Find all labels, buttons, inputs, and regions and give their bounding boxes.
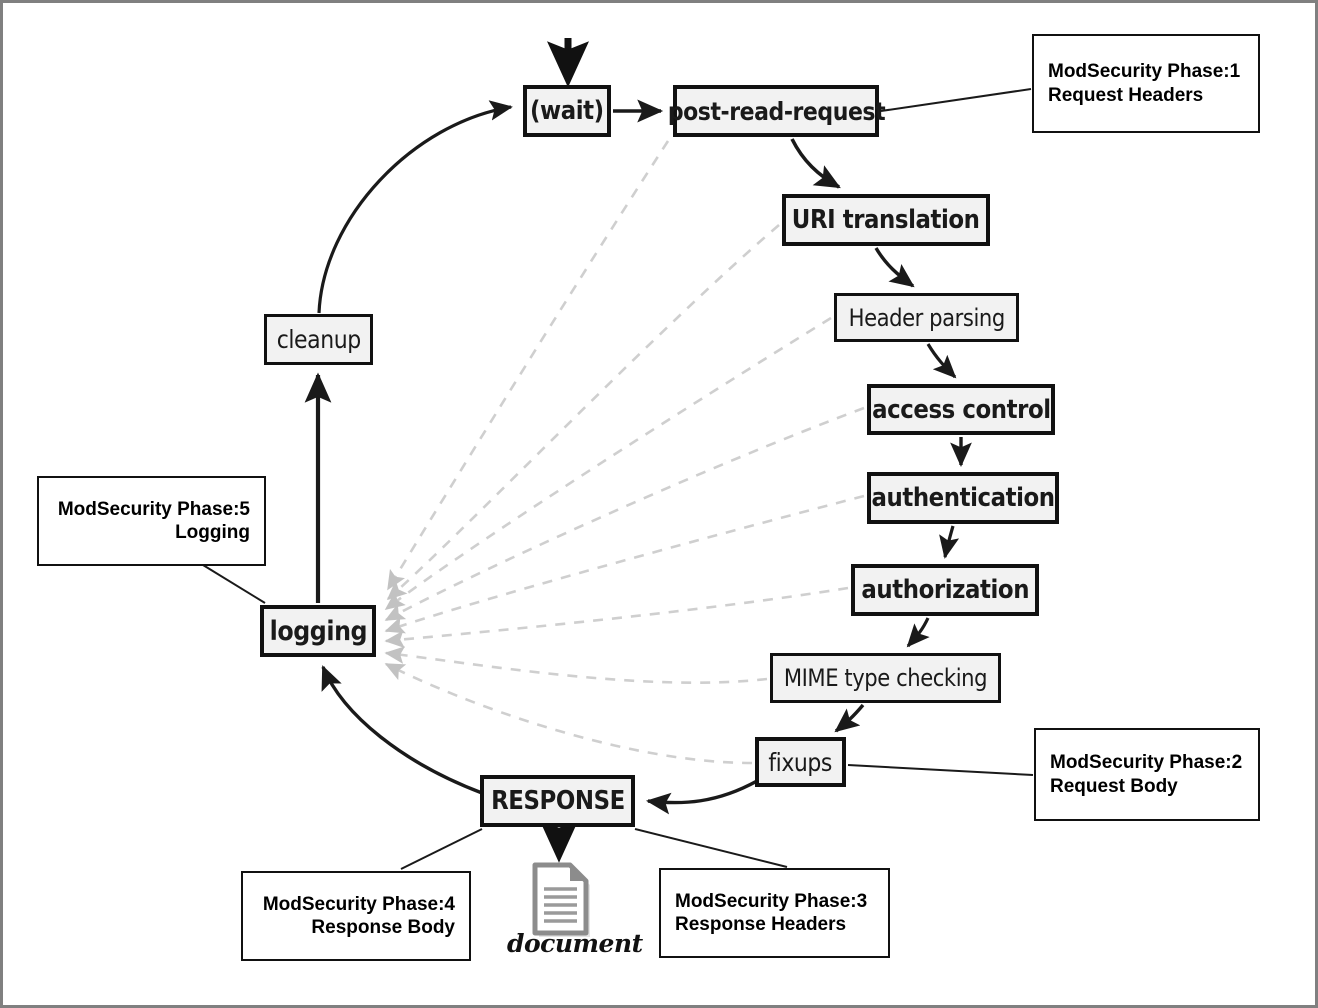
- document-label: document: [507, 929, 643, 958]
- connector-post-read-request-to-phase1: [880, 88, 1032, 112]
- node-authorization[interactable]: authorization: [851, 564, 1039, 616]
- arrow-authentication-to-authorization: [939, 525, 960, 559]
- callout-phase5-line2: Logging: [175, 522, 250, 543]
- dashed-flow-authorization-to-logging: [384, 586, 849, 649]
- callout-modsecurity-phase-4: ModSecurity Phase:4 Response Body: [241, 871, 471, 961]
- arrow-post-read-request-to-uri-translation: [790, 138, 841, 189]
- callout-phase4-line2: Response Body: [311, 917, 455, 938]
- node-access-control-label: access control: [871, 394, 1051, 425]
- node-logging[interactable]: logging: [260, 605, 376, 657]
- arrow-uri-translation-to-header-parsing: [874, 247, 915, 288]
- callout-modsecurity-phase-3: ModSecurity Phase:3 Response Headers: [659, 868, 890, 958]
- callout-phase1-line1: ModSecurity Phase:1: [1048, 61, 1241, 83]
- document-icon: [532, 862, 590, 937]
- node-authorization-label: authorization: [861, 575, 1029, 605]
- callout-modsecurity-phase-2: ModSecurity Phase:2 Request Body: [1034, 728, 1260, 821]
- callout-phase2-line2: Request Body: [1050, 775, 1178, 797]
- node-logging-label: logging: [269, 615, 367, 647]
- arrow-header-parsing-to-access-control: [926, 343, 957, 379]
- callout-modsecurity-phase-1: ModSecurity Phase:1 Request Headers: [1032, 34, 1260, 133]
- callout-phase3-line1: ModSecurity Phase:3: [675, 890, 868, 912]
- dashed-flow-uri-translation-to-logging: [386, 224, 780, 601]
- node-wait-label: (wait): [530, 96, 604, 126]
- dashed-flow-fixups-to-logging: [384, 662, 753, 765]
- connector-response-to-phase3: [634, 828, 788, 868]
- node-wait[interactable]: (wait): [523, 85, 611, 137]
- node-post-read-request-label: post-read-request: [667, 96, 885, 126]
- node-authentication-label: authentication: [871, 483, 1055, 513]
- node-post-read-request[interactable]: post-read-request: [667, 85, 885, 137]
- node-header-parsing-label: Header parsing: [848, 303, 1005, 332]
- arrow-fixups-to-response: [645, 779, 758, 815]
- node-cleanup-label: cleanup: [276, 325, 361, 354]
- node-fixups[interactable]: fixups: [755, 737, 846, 787]
- dashed-flow-header-parsing-to-logging: [384, 316, 832, 611]
- node-response[interactable]: RESPONSE: [480, 775, 635, 827]
- dashed-flow-mime-type-checking-to-logging: [384, 646, 768, 684]
- dashed-flow-authentication-to-logging: [384, 494, 865, 634]
- arrow-response-to-logging: [321, 665, 483, 795]
- node-authentication[interactable]: authentication: [867, 472, 1059, 524]
- connector-phase5-to-logging: [202, 564, 266, 604]
- callout-phase1-line2: Request Headers: [1048, 84, 1204, 106]
- node-header-parsing[interactable]: Header parsing: [834, 293, 1019, 342]
- dashed-flow-post-read-request-to-logging: [386, 140, 670, 591]
- callout-phase3-line2: Response Headers: [675, 914, 847, 935]
- node-fixups-label: fixups: [768, 747, 833, 777]
- node-uri-translation-label: URI translation: [792, 205, 980, 235]
- arrow-mime-type-checking-to-fixups: [834, 703, 865, 733]
- arrow-authorization-to-mime-type-checking: [906, 617, 930, 648]
- node-uri-translation[interactable]: URI translation: [782, 194, 990, 246]
- callout-phase5-line1: ModSecurity Phase:5: [57, 498, 250, 520]
- node-access-control[interactable]: access control: [867, 384, 1055, 435]
- callout-phase4-line1: ModSecurity Phase:4: [262, 893, 455, 915]
- callout-modsecurity-phase-5: ModSecurity Phase:5 Logging: [37, 476, 266, 566]
- connector-response-to-phase4: [400, 828, 483, 870]
- node-response-label: RESPONSE: [490, 786, 625, 816]
- node-mime-type-checking[interactable]: MIME type checking: [770, 653, 1001, 703]
- callout-phase2-line1: ModSecurity Phase:2: [1050, 752, 1243, 774]
- dashed-flow-access-control-to-logging: [384, 406, 865, 622]
- node-mime-type-checking-label: MIME type checking: [783, 664, 988, 692]
- arrow-cleanup-to-wait: [317, 100, 513, 314]
- node-cleanup[interactable]: cleanup: [264, 314, 373, 365]
- connector-fixups-to-phase2: [847, 764, 1034, 776]
